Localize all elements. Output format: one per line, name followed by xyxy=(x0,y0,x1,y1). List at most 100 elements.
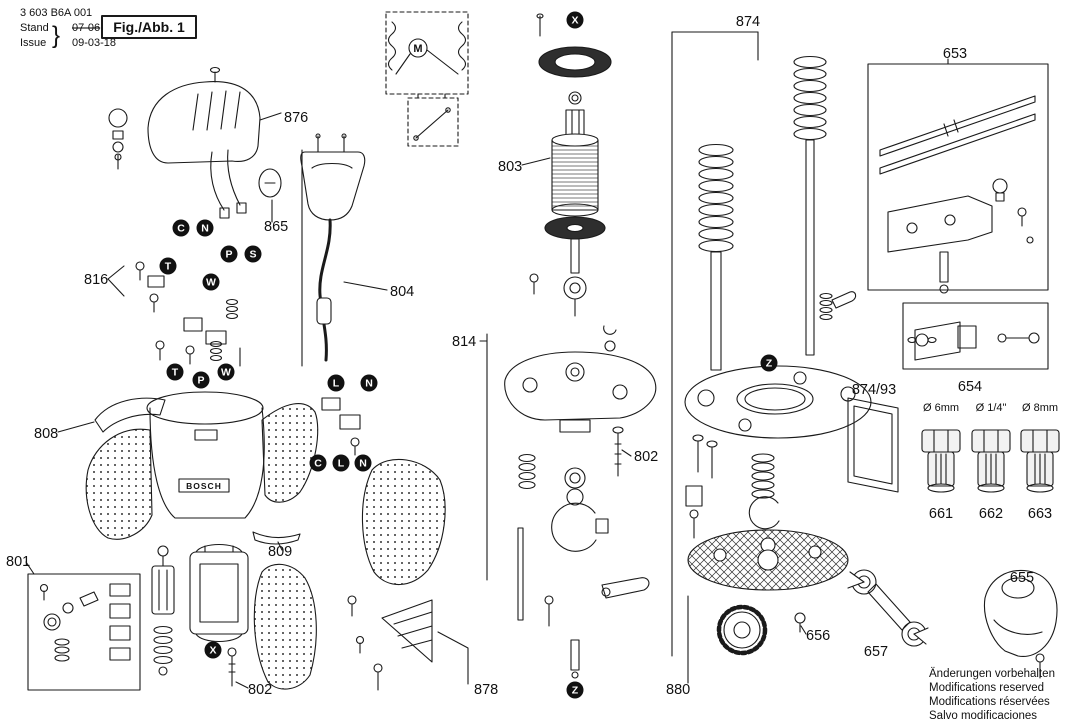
callout-s-wires: S xyxy=(244,245,262,263)
part-label-874: 874 xyxy=(736,14,760,30)
stand-label: Stand xyxy=(20,22,49,34)
deflector-808 xyxy=(94,397,166,433)
callout-t-switch: T xyxy=(159,257,177,275)
part-label-654: 654 xyxy=(958,379,982,395)
svg-text:C: C xyxy=(314,458,322,470)
part-label-874-93: 874/93 xyxy=(852,382,896,398)
part-label-802-a: 802 xyxy=(248,682,272,698)
clamp-bracket-654 xyxy=(902,302,1049,370)
part-label-809: 809 xyxy=(268,544,292,560)
svg-text:N: N xyxy=(359,458,367,470)
wiring-schematic xyxy=(385,11,469,147)
svg-text:T: T xyxy=(172,367,179,379)
motor-cap-876 xyxy=(108,66,261,170)
grip-shells-878 xyxy=(253,458,469,691)
part-label-816: 816 xyxy=(84,272,108,288)
svg-text:Z: Z xyxy=(766,358,773,370)
svg-text:T: T xyxy=(165,261,172,273)
figure-label: Fig./Abb. 1 xyxy=(113,19,185,35)
svg-text:N: N xyxy=(201,223,209,235)
part-label-801: 801 xyxy=(6,554,30,570)
collet-661 xyxy=(921,429,961,493)
insert-plate-874-93 xyxy=(847,397,899,493)
stator-and-screw-802 xyxy=(189,543,249,687)
power-cord-804 xyxy=(300,133,366,367)
callout-z-bottom: Z xyxy=(566,681,584,699)
strip-809 xyxy=(252,531,301,545)
dust-hood-655 xyxy=(983,569,1058,679)
plunge-base-874 xyxy=(671,31,872,684)
armature-assembly-803 xyxy=(529,13,617,352)
collet-662 xyxy=(971,429,1011,493)
svg-text:Z: Z xyxy=(572,685,579,697)
collet-663 xyxy=(1020,429,1060,493)
part-label-802-b: 802 xyxy=(634,449,658,465)
diameter-label-6mm: Ø 6mm xyxy=(923,402,959,414)
header-brace: } xyxy=(52,22,60,49)
callout-w-switch: W xyxy=(202,273,220,291)
callout-l-latch: L xyxy=(327,374,345,392)
callout-c-wires: C xyxy=(172,219,190,237)
part-label-661: 661 xyxy=(929,506,953,522)
callout-n-latch: N xyxy=(360,374,378,392)
callout-z-base: Z xyxy=(760,354,778,372)
stand-value: 07-06 xyxy=(72,22,100,34)
main-housing xyxy=(85,391,361,545)
base-castings-814 xyxy=(479,333,657,679)
svg-text:W: W xyxy=(221,367,231,379)
callout-p-wires: P xyxy=(220,245,238,263)
text-layer: 3 603 B6A 001 Stand 07-06 Issue 09-03-18… xyxy=(6,7,1058,722)
callout-x-top: X xyxy=(566,11,584,29)
wires-and-cap-865 xyxy=(210,149,282,219)
callout-l-lower: L xyxy=(332,454,350,472)
part-label-653: 653 xyxy=(943,46,967,62)
svg-text:X: X xyxy=(571,15,578,27)
artwork xyxy=(25,11,1060,691)
part-label-804: 804 xyxy=(390,284,414,300)
diameter-label-quarter-inch: Ø 1/4" xyxy=(976,402,1007,414)
part-label-865: 865 xyxy=(264,219,288,235)
part-label-876: 876 xyxy=(284,110,308,126)
part-label-656: 656 xyxy=(806,628,830,644)
callout-w-housing: W xyxy=(217,363,235,381)
issue-value: 09-03-18 xyxy=(72,37,116,49)
part-label-662: 662 xyxy=(979,506,1003,522)
wrench-657 xyxy=(847,569,929,647)
diameter-label-8mm: Ø 8mm xyxy=(1022,402,1058,414)
footer-line-fr: Modifications réservées xyxy=(929,696,1050,708)
svg-text:P: P xyxy=(197,375,204,387)
footer-line-de: Änderungen vorbehalten xyxy=(929,668,1055,680)
figure-label-box xyxy=(101,15,197,39)
part-label-880: 880 xyxy=(666,682,690,698)
motor-symbol-letter: M xyxy=(413,43,422,55)
motor-symbol-circle xyxy=(408,38,428,58)
bearing-parts-801 xyxy=(25,545,175,691)
part-label-657: 657 xyxy=(864,644,888,660)
callout-n-lower: N xyxy=(354,454,372,472)
brand-logo-text: BOSCH xyxy=(186,481,222,491)
housing-top-parts xyxy=(155,340,241,367)
part-label-878: 878 xyxy=(474,682,498,698)
footer-line-en: Modifications reserved xyxy=(929,682,1044,694)
svg-text:X: X xyxy=(209,645,216,657)
callout-n-wires: N xyxy=(196,219,214,237)
svg-text:S: S xyxy=(249,249,256,261)
svg-text:L: L xyxy=(338,458,345,470)
callout-x-stator: X xyxy=(204,641,222,659)
callout-c-lower: C xyxy=(309,454,327,472)
svg-text:N: N xyxy=(365,378,373,390)
leader-lines xyxy=(57,112,807,689)
switch-parts-816 xyxy=(107,261,239,345)
issue-label: Issue xyxy=(20,37,46,49)
svg-text:P: P xyxy=(225,249,232,261)
callout-t-housing: T xyxy=(166,363,184,381)
svg-text:L: L xyxy=(333,378,340,390)
part-label-663: 663 xyxy=(1028,506,1052,522)
part-label-803: 803 xyxy=(498,159,522,175)
callout-p-housing: P xyxy=(192,371,210,389)
part-label-808: 808 xyxy=(34,426,58,442)
footer-line-es: Salvo modificaciones xyxy=(929,710,1037,722)
doc-part-number: 3 603 B6A 001 xyxy=(20,7,92,19)
svg-text:C: C xyxy=(177,223,185,235)
